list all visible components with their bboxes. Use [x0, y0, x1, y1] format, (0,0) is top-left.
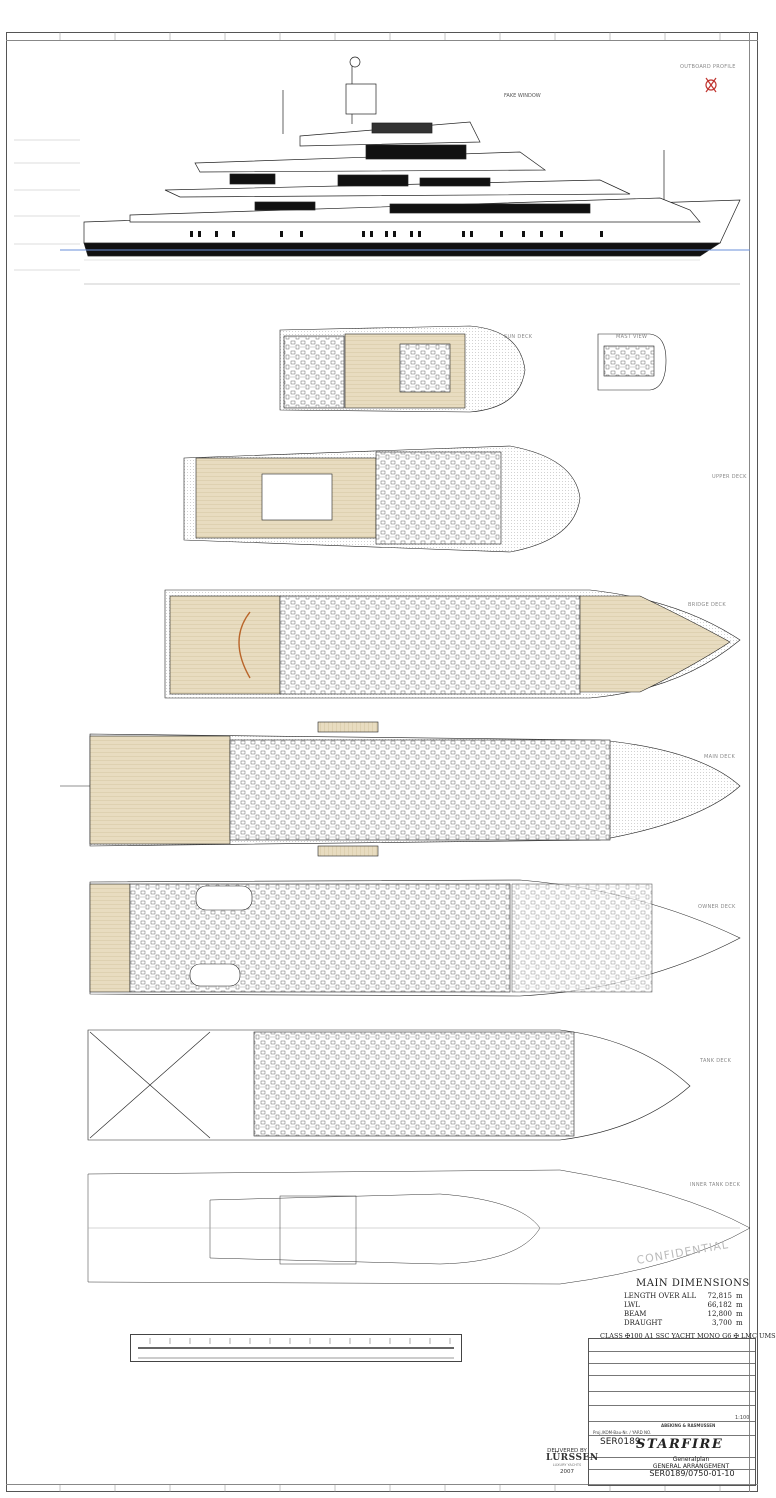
sun-deck-label: SUN DECK	[504, 334, 533, 340]
dimension-row: LENGTH OVER ALL 72,815 m	[624, 1292, 760, 1301]
delivered-by: DELIVERED BY LÜRSSEN LUXURY YACHTS 2007	[546, 1448, 599, 1476]
dimension-value: 3,700	[711, 1319, 732, 1327]
inner-tank-deck-plan	[87, 1169, 751, 1285]
dimension-unit: m	[736, 1310, 743, 1318]
builder-subtitle: LUXURY YACHTS	[552, 1463, 582, 1467]
main-dimensions-title: MAIN DIMENSIONS	[636, 1278, 750, 1289]
drawing-title: Generalplan GENERAL ARRANGEMENT	[636, 1456, 746, 1470]
dimension-unit: m	[736, 1301, 743, 1309]
upper-deck-label: UPPER DECK	[712, 474, 747, 480]
right-ruler	[749, 32, 758, 1492]
title-block: ABEKING & RASMUSSEN 1:100 Proj./KOM-Bau-…	[588, 1338, 756, 1486]
mast-view-label: MAST VIEW	[616, 334, 648, 340]
dimension-value: 12,800	[707, 1310, 733, 1318]
vessel-name: STARFIRE	[636, 1437, 724, 1452]
owner-deck-plan	[89, 879, 741, 997]
dimension-label: DRAUGHT	[624, 1319, 663, 1327]
outboard-profile-label: OUTBOARD PROFILE	[680, 64, 736, 70]
drawing-number: SER0189/0750-01-10	[649, 1469, 735, 1478]
dimension-label: LENGTH OVER ALL	[624, 1292, 697, 1300]
project-no-label: Proj./KOM-Bau-Nr. / YARD NO.	[593, 1430, 652, 1435]
dimension-row: BEAM 12,800 m	[624, 1310, 760, 1319]
dimension-unit: m	[736, 1292, 743, 1300]
level-lines	[14, 139, 80, 271]
bridge-deck-label: BRIDGE DECK	[688, 602, 726, 608]
ruler-ticks	[59, 32, 721, 1492]
main-dimensions: MAIN DIMENSIONS LENGTH OVER ALL 72,815 m…	[600, 1278, 776, 1340]
tank-deck-plan	[87, 1029, 691, 1141]
dimension-value: 66,182	[707, 1301, 733, 1309]
top-ruler	[6, 32, 758, 41]
main-deck-plan	[60, 721, 741, 857]
builder-logo: LÜRSSEN	[546, 1453, 599, 1463]
drawing-scale: 1:100	[735, 1415, 750, 1421]
project-number: SER0189	[600, 1437, 641, 1447]
dimension-value: 72,815	[707, 1292, 733, 1300]
bridge-deck-plan	[164, 589, 741, 699]
owner-deck-label: OWNER DECK	[698, 904, 736, 910]
delivered-label: DELIVERED BY	[547, 1448, 587, 1454]
delivery-year: 2007	[560, 1469, 574, 1475]
dimension-label: BEAM	[624, 1310, 647, 1318]
outboard-profile	[60, 56, 750, 285]
scale-bar	[130, 1334, 462, 1362]
fake-window-label: FAKE WINDOW	[504, 93, 541, 99]
class-notation: CLASS ✠100 A1 SSC YACHT MONO G6 ✠ LMC UM…	[600, 1332, 776, 1340]
dimension-label: LWL	[624, 1301, 640, 1309]
drawing-title-line2: GENERAL ARRANGEMENT	[652, 1463, 730, 1470]
drawing-frame	[6, 32, 758, 1492]
main-deck-label: MAIN DECK	[704, 754, 736, 760]
shipyard-logo	[705, 77, 717, 93]
bottom-ruler	[6, 1484, 758, 1493]
drawing-title-line1: Generalplan	[672, 1456, 710, 1463]
upper-deck-plan	[183, 445, 581, 553]
inner-tank-deck-label: INNER TANK DECK	[690, 1182, 741, 1188]
dimension-unit: m	[736, 1319, 743, 1327]
mast-view-plan	[597, 333, 667, 391]
company-name: ABEKING & RASMUSSEN	[661, 1423, 716, 1428]
scale-bar-graphic	[138, 1338, 454, 1359]
dimension-row: DRAUGHT 3,700 m	[624, 1319, 760, 1328]
sun-deck-plan	[279, 325, 526, 413]
dimension-row: LWL 66,182 m	[624, 1301, 760, 1310]
tank-deck-label: TANK DECK	[700, 1058, 732, 1064]
